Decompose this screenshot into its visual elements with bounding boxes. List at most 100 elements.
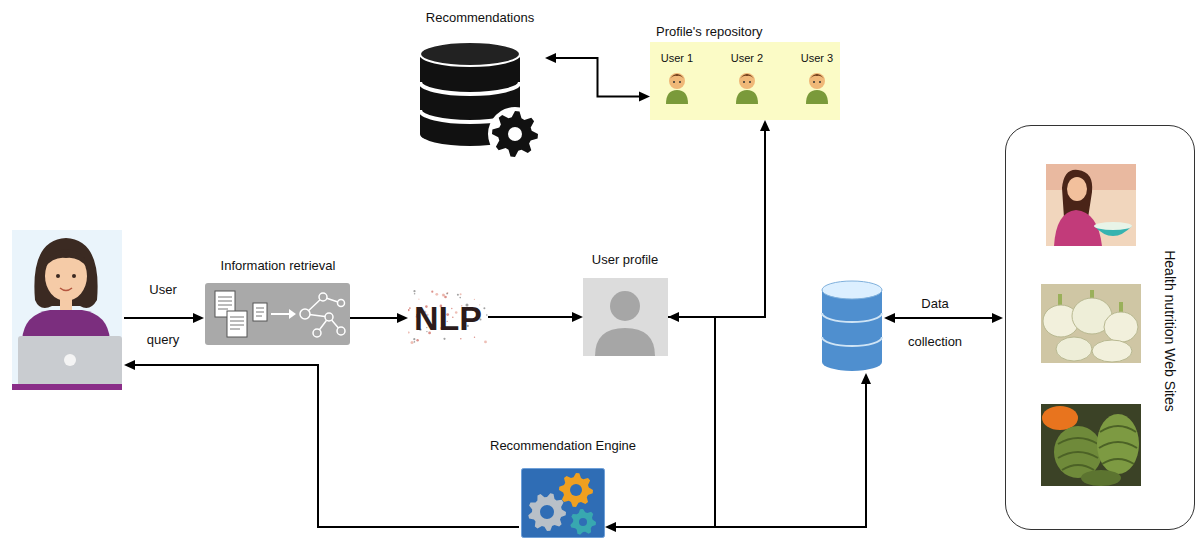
node-box: Profile's repositoryUser 1User 2User 3 [650, 24, 840, 120]
speckle-texture-part [486, 314, 488, 316]
user-figure-part [12, 230, 122, 390]
vertical-title: Health nutrition Web Sites [1161, 250, 1178, 412]
website-photos-part [1104, 312, 1138, 342]
user-figure-part [34, 238, 97, 308]
gears-icon-part [570, 509, 596, 535]
retrieval-icon-part [230, 317, 244, 329]
website-photos-part [1054, 210, 1102, 246]
gears-icon-part [559, 473, 593, 507]
arrow-label: Data [921, 296, 948, 312]
arrow-label: query [147, 332, 180, 348]
connector-line [676, 128, 765, 317]
user-figure-part [60, 288, 72, 291]
arrow-head [572, 312, 583, 322]
person-icon-part [813, 81, 815, 83]
node-title: Recommendations [426, 10, 534, 26]
retrieval-icon-part [300, 309, 310, 319]
website-photos-part [1054, 426, 1102, 478]
speckle-texture-part [408, 309, 410, 311]
gears-icon [521, 468, 605, 538]
database-cylinder-part [822, 313, 882, 322]
data-collection-arrow-part [893, 317, 994, 319]
retrieval-icon-part [289, 309, 296, 319]
database-gear-icon-part [420, 82, 520, 94]
person-icon [734, 70, 760, 104]
profile-silhouette [583, 278, 668, 356]
node-box: Information retrieval [203, 258, 353, 348]
node-title: Profile's repository [656, 24, 763, 40]
arrow-label: User [149, 282, 176, 298]
gears-icon-part [528, 493, 566, 531]
user-figure-part [12, 384, 122, 390]
node-box: Recommendations [415, 10, 545, 162]
arrow-head [639, 92, 650, 102]
user-query-arrow [124, 313, 204, 323]
person-icon-part [743, 81, 745, 83]
retrieval-icon-part [205, 283, 350, 345]
person-icon [664, 70, 690, 104]
speckle-texture-part [460, 293, 462, 295]
arrow-head [605, 522, 616, 532]
website-photos-part [1041, 284, 1141, 363]
node-heading: Information retrieval [203, 258, 353, 274]
user-label: User 1 [661, 51, 693, 65]
database-cylinder [822, 281, 882, 371]
node-title: Information retrieval [221, 258, 336, 274]
person-icon-part [736, 90, 758, 104]
speckle-texture-part [457, 294, 459, 296]
profile-silhouette-part [595, 328, 655, 356]
retrieval-icon [205, 283, 350, 345]
speckle-texture-part [483, 307, 485, 309]
person-icon-part [669, 74, 685, 80]
website-photos-part [1067, 177, 1087, 201]
speckle-texture-part [414, 293, 416, 295]
database-cylinder-part [822, 337, 882, 346]
person-icon-part [666, 90, 688, 104]
retrieval-icon-part [313, 329, 321, 337]
database-engine-link-part [715, 382, 866, 527]
speckle-texture-part [411, 341, 414, 344]
node-heading: Recommendations [415, 10, 545, 26]
profile-band: User 1User 2User 3 [650, 42, 840, 120]
speckle-texture-part [460, 338, 462, 340]
profile-silhouette-part [610, 291, 640, 321]
website-photos-part [1097, 414, 1139, 474]
person-icon-part [749, 81, 751, 83]
connector [668, 120, 770, 322]
retrieval-icon-part [227, 311, 247, 337]
retrieval-icon-part [319, 293, 327, 301]
node-box: NLP [408, 290, 488, 346]
person-icon [804, 70, 830, 104]
user-figure [12, 230, 122, 390]
gears-icon-part [579, 518, 587, 526]
speckle-texture-part [409, 307, 411, 309]
profile-column: User 2 [720, 48, 774, 104]
person-icon-part [819, 81, 821, 83]
connector-line [553, 58, 642, 97]
person-icon-part [809, 74, 825, 80]
node-heading: Recommendation Engine [478, 438, 648, 454]
speckle-texture-part [484, 341, 487, 344]
speckle-texture-part [459, 297, 461, 299]
retrieval-icon-part [338, 300, 345, 307]
website-photos-part [1099, 426, 1137, 464]
website-photos-part [1094, 222, 1132, 230]
website-photos-part [1046, 164, 1136, 246]
user-query-arrow-part [193, 313, 204, 323]
user-figure-part [18, 336, 122, 386]
gears-icon-part [540, 505, 554, 519]
database-gear-icon-part [420, 42, 520, 66]
website-photos-part [1081, 470, 1121, 486]
person-icon-part [673, 81, 675, 83]
speckle-texture-part [414, 341, 416, 343]
profile-column: User 1 [650, 48, 704, 104]
arrow-head [760, 120, 770, 131]
database-gear-icon-part [508, 127, 522, 141]
data-collection-arrow-part [992, 313, 1003, 323]
speckle-texture-part [443, 338, 445, 340]
node-box: Recommendation Engine [478, 438, 648, 538]
retrieval-icon-part [325, 313, 333, 321]
speckle-texture-part [446, 293, 448, 295]
